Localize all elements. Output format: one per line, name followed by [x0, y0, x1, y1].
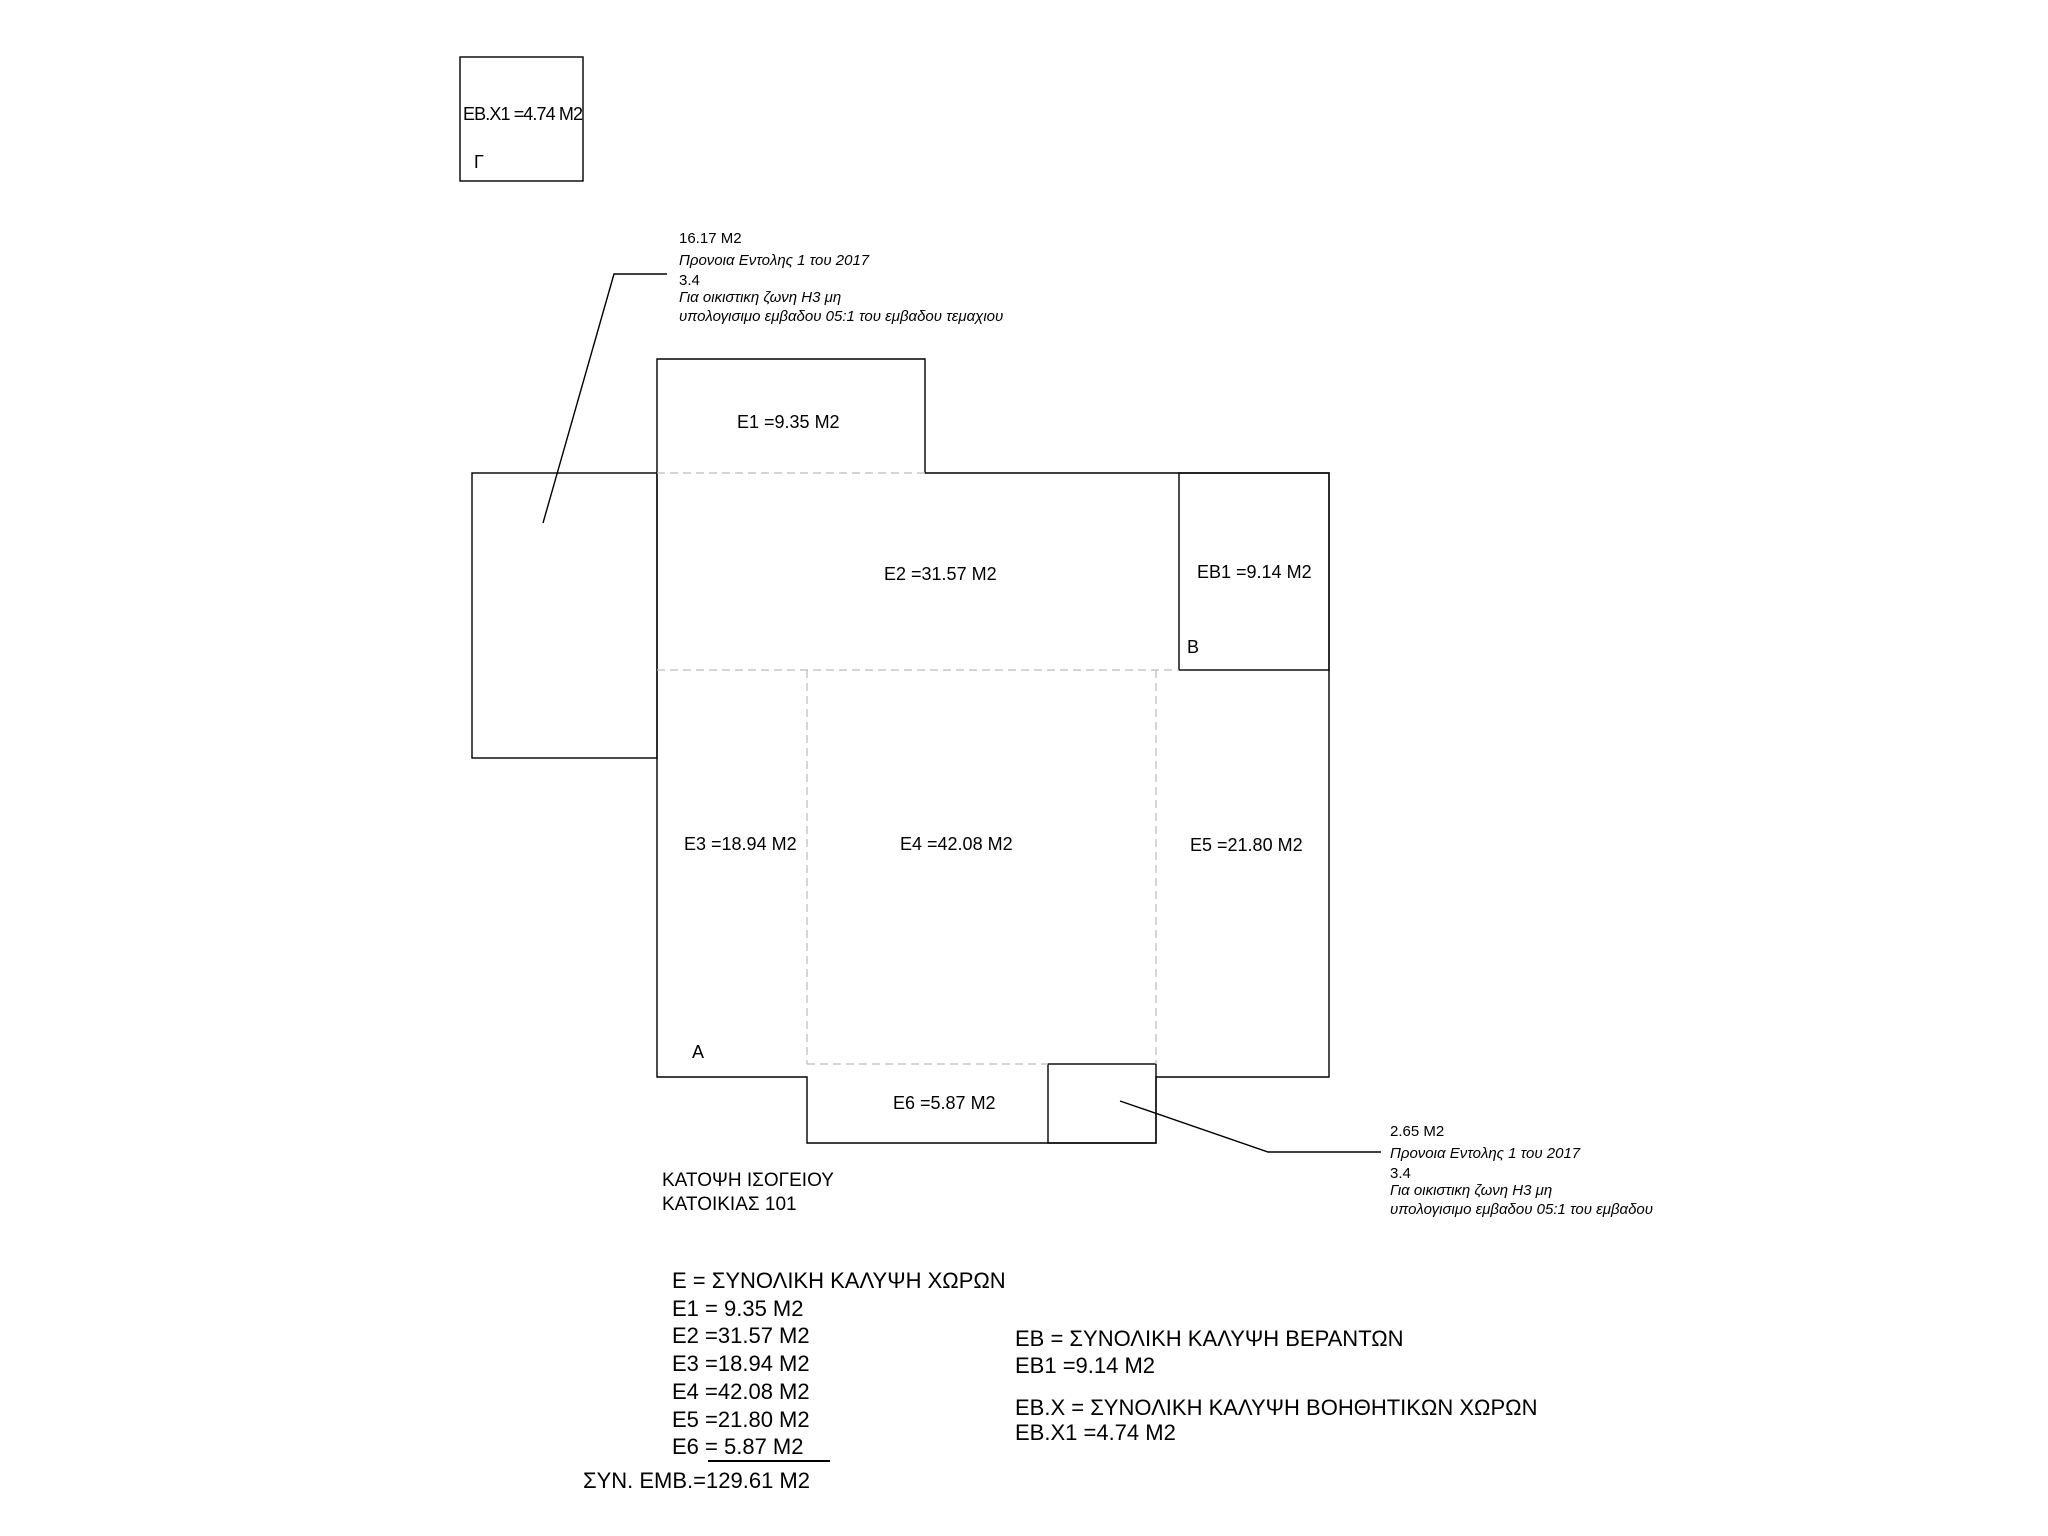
unaccounted-area-rect	[471, 472, 658, 759]
veranda-eb1-rect	[1178, 472, 1330, 671]
drawing-title: ΚΑΤΟΨΗ ΙΣΟΓΕΙΟΥ	[662, 1170, 834, 1191]
aux-letter: Γ	[474, 152, 484, 172]
note-line: 3.4	[1390, 1165, 1411, 1182]
annotation-top: 16.17 M2 Προνοια Εντολης 1 του 2017 3.4 …	[679, 230, 1003, 325]
note-line: 3.4	[679, 272, 700, 289]
table-row: E4 =42.08 M2	[672, 1379, 810, 1404]
area-table-e: E = ΣΥΝΟΛΙΚΗ ΚΑΛΥΨΗ ΧΩΡΩΝ E1 = 9.35 M2 E…	[583, 1268, 1006, 1493]
table-row: EB1 =9.14 M2	[1015, 1353, 1155, 1378]
table-row: E2 =31.57 M2	[672, 1323, 810, 1348]
table-row: E6 = 5.87 M2	[672, 1434, 803, 1459]
room-e4-label: E4 =42.08 M2	[900, 834, 1013, 854]
table-row: E5 =21.80 M2	[672, 1407, 810, 1432]
note-line: υπολογισιμο εμβαδου 05:1 του εμβαδου τεμ…	[679, 308, 1003, 325]
small-unaccounted-rect	[1047, 1063, 1157, 1144]
leader-line-bottom	[1119, 1100, 1381, 1153]
table-row: E1 = 9.35 M2	[672, 1296, 803, 1321]
building-outline	[656, 358, 1330, 1144]
mark-b: B	[1187, 637, 1199, 657]
note-line: Προνοια Εντολης 1 του 2017	[1390, 1145, 1581, 1162]
table-row: E3 =18.94 M2	[672, 1351, 810, 1376]
table-header: E = ΣΥΝΟΛΙΚΗ ΚΑΛΥΨΗ ΧΩΡΩΝ	[672, 1268, 1006, 1293]
mark-a: A	[692, 1042, 704, 1062]
room-e6-label: E6 =5.87 M2	[893, 1093, 996, 1113]
room-e5-label: E5 =21.80 M2	[1190, 835, 1303, 855]
auxiliary-space-box	[459, 56, 584, 182]
room-e2-label: E2 =31.57 M2	[884, 564, 997, 584]
room-e1-label: E1 =9.35 M2	[737, 412, 840, 432]
note-area: 2.65 M2	[1390, 1123, 1444, 1140]
room-eb1-label: EB1 =9.14 M2	[1197, 562, 1312, 582]
table-header: EB.X = ΣΥΝΟΛΙΚΗ ΚΑΛΥΨΗ ΒΟΗΘΗΤΙΚΩΝ ΧΩΡΩΝ	[1015, 1395, 1538, 1420]
note-line: υπολογισιμο εμβαδου 05:1 του εμβαδου	[1390, 1201, 1653, 1218]
table-total: ΣΥΝ. EMB.=129.61 M2	[583, 1468, 810, 1493]
drawing-subtitle: ΚΑΤΟΙΚΙΑΣ 101	[662, 1194, 797, 1215]
area-table-eb: EB = ΣΥΝΟΛΙΚΗ ΚΑΛΥΨΗ ΒΕΡΑΝΤΩΝ EB1 =9.14 …	[1015, 1326, 1538, 1445]
note-line: Προνοια Εντολης 1 του 2017	[679, 252, 870, 269]
annotation-bottom: 2.65 M2 Προνοια Εντολης 1 του 2017 3.4 Γ…	[1390, 1123, 1653, 1218]
table-header: EB = ΣΥΝΟΛΙΚΗ ΚΑΛΥΨΗ ΒΕΡΑΝΤΩΝ	[1015, 1326, 1404, 1351]
note-area: 16.17 M2	[679, 230, 742, 247]
note-line: Για οικιστικη ζωνη Η3 μη	[679, 289, 841, 306]
leader-line-top	[542, 273, 667, 524]
aux-area-label: EB.X1 =4.74 M2	[463, 104, 583, 124]
note-line: Για οικιστικη ζωνη Η3 μη	[1390, 1182, 1552, 1199]
table-row: EB.X1 =4.74 M2	[1015, 1420, 1176, 1445]
room-e3-label: E3 =18.94 M2	[684, 834, 797, 854]
